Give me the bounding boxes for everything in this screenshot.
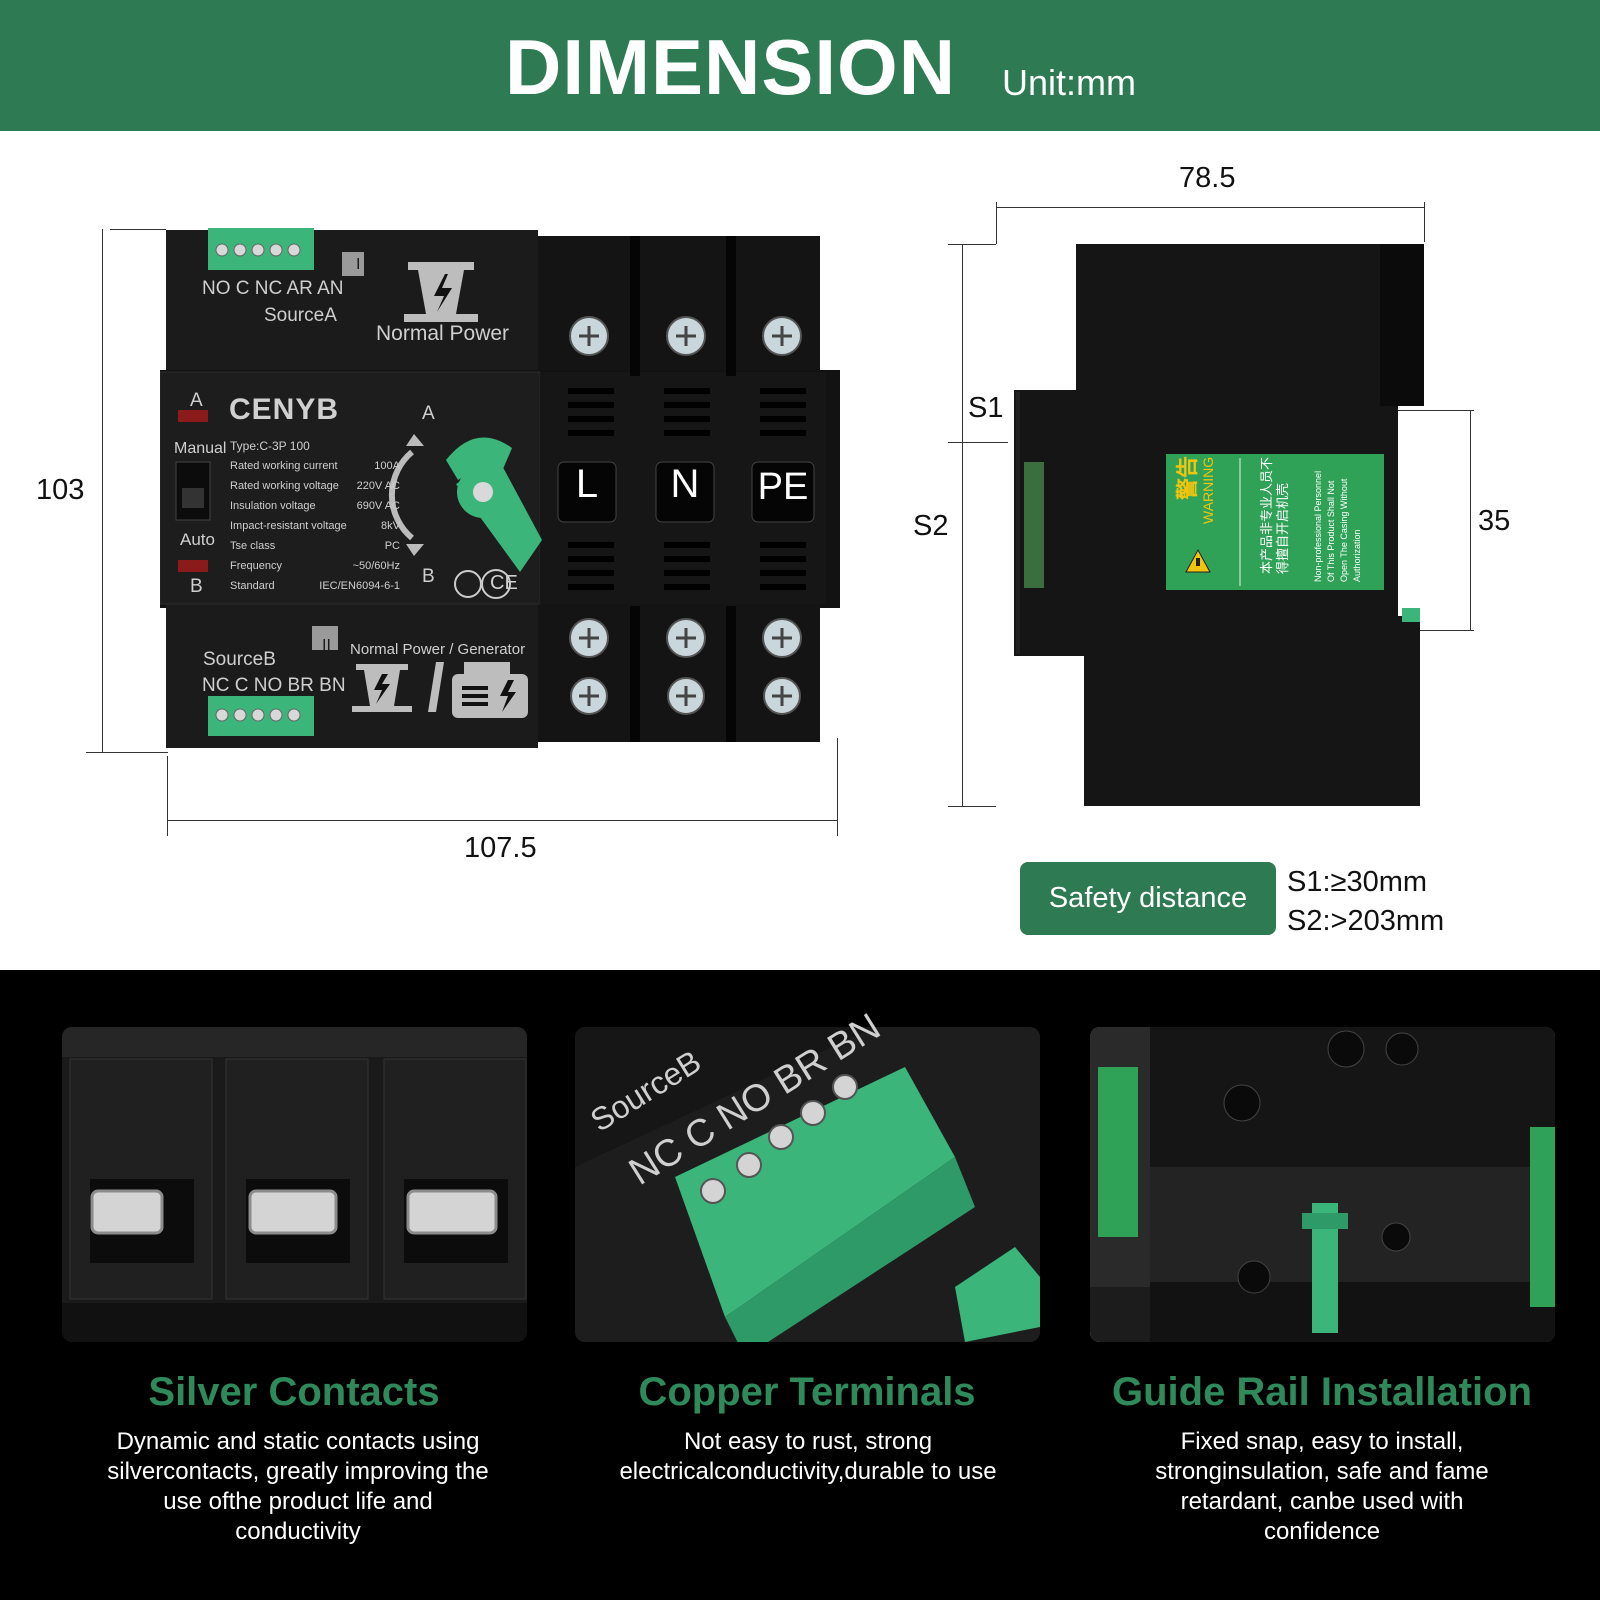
s1-dimension-label: S1 — [968, 392, 1004, 424]
guide-rail-photo — [1090, 1027, 1555, 1342]
warning-en-text: Non-professional Personnel Of This Produ… — [1313, 470, 1362, 582]
label-b-handle: B — [422, 566, 435, 587]
feature-title-copper-terminals: Copper Terminals — [638, 1370, 976, 1414]
depth-ext-left — [996, 202, 997, 244]
copper-terminals-photo — [575, 1027, 1040, 1342]
s2-ext-bottom — [948, 806, 996, 807]
feature-desc-copper-terminals: Not easy to rust, strong electricalcondu… — [619, 1428, 997, 1485]
safety-s2-value: S2:>203mm — [1287, 905, 1445, 937]
source-b-label: SourceB — [203, 649, 276, 670]
unit-label: Unit:mm — [1002, 62, 1136, 103]
ce-mark: CE — [490, 572, 518, 594]
label-a-left: A — [190, 390, 203, 411]
s2-dimension-label: S2 — [913, 510, 949, 542]
rail-dim-line — [1470, 410, 1471, 631]
width-ext-right — [837, 738, 838, 836]
width-ext-left — [167, 756, 168, 836]
width-dimension-label: 107.5 — [464, 832, 537, 864]
manual-label: Manual — [174, 440, 227, 457]
source-a-label: SourceA — [264, 305, 337, 326]
height-ext-bottom — [86, 752, 168, 753]
brand-logo: CENYB — [229, 393, 340, 426]
terminal-label-pe: PE — [757, 466, 809, 508]
safety-s1-value: S1:≥30mm — [1287, 866, 1428, 898]
rail-ext-top — [1396, 410, 1474, 411]
terminal-label-n: N — [670, 462, 700, 506]
auto-label: Auto — [180, 530, 215, 549]
warning-cn-text: 本产品非专业人员不得擅自开启机壳 — [1260, 456, 1291, 574]
spec-row: Type:C-3P 100 — [230, 439, 310, 453]
warning-en-title: WARNING — [1200, 456, 1216, 524]
feature-desc-silver-contacts: Dynamic and static contacts using silver… — [107, 1428, 489, 1545]
height-dimension-label: 103 — [36, 474, 85, 506]
feature-title-guide-rail: Guide Rail Installation — [1111, 1370, 1533, 1414]
s1-ext-mid — [948, 442, 1008, 443]
label-b-left: B — [190, 576, 203, 597]
width-dim-line — [167, 820, 838, 821]
header-banner: DIMENSION Unit:mm — [0, 0, 1600, 131]
page-title: DIMENSION — [505, 23, 957, 111]
normal-power-label: Normal Power — [376, 322, 510, 345]
source-a-terminal-labels: NO C NC AR AN — [202, 278, 344, 299]
position-ii-label: II — [322, 637, 331, 654]
depth-dim-line — [996, 207, 1425, 208]
depth-dimension-label: 78.5 — [1179, 162, 1236, 194]
label-a-handle: A — [422, 403, 435, 424]
height-ext-top — [110, 229, 166, 230]
s2-dim-line — [962, 244, 963, 807]
feature-desc-guide-rail: Fixed snap, easy to install, stronginsul… — [1155, 1428, 1489, 1545]
terminal-label-l: L — [575, 462, 599, 506]
source-b-terminal-labels: NC C NO BR BN — [202, 675, 346, 696]
switch-side-view — [1014, 244, 1424, 806]
position-i-label: I — [356, 256, 361, 273]
height-dim-line — [102, 229, 103, 752]
rail-dimension-label: 35 — [1478, 505, 1511, 537]
silver-contacts-photo — [62, 1027, 527, 1342]
depth-ext-right — [1424, 202, 1425, 242]
spec-row: Frequency~50/60Hz — [230, 560, 400, 572]
switch-front-view — [160, 228, 840, 748]
safety-distance-badge: Safety distance — [1020, 862, 1276, 935]
warning-cn-title: 警告 — [1176, 455, 1201, 500]
s1-ext-top — [948, 244, 996, 245]
feature-title-silver-contacts: Silver Contacts — [148, 1370, 440, 1414]
rail-ext-bottom — [1418, 630, 1474, 631]
normal-generator-label: Normal Power / Generator — [350, 641, 526, 658]
